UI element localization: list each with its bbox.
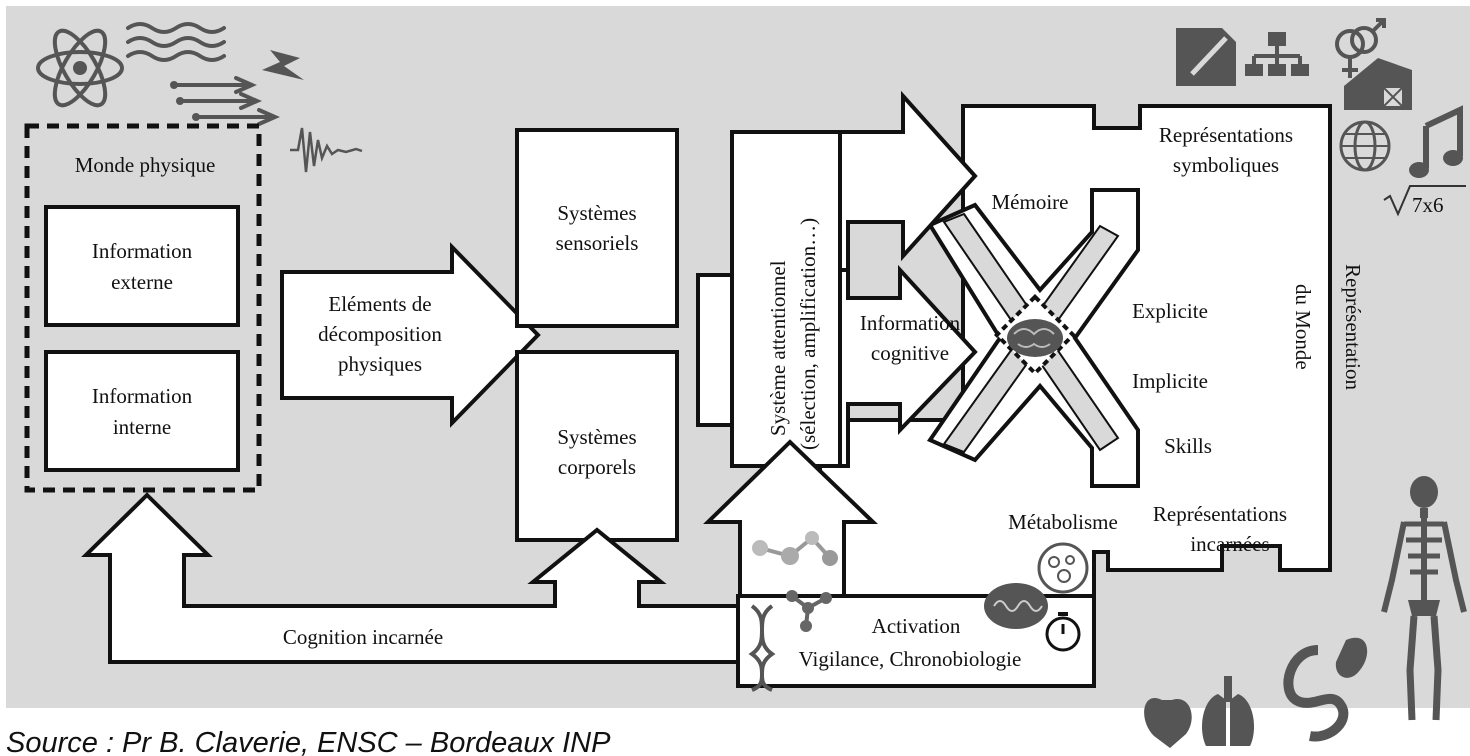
information-cognitive-line2: cognitive — [871, 341, 949, 365]
skeleton-icon — [1381, 476, 1467, 721]
document-pen-icon — [1176, 28, 1236, 86]
heart-icon — [1144, 698, 1192, 748]
activation-label: Activation — [872, 614, 961, 638]
music-note-icon — [1409, 105, 1463, 178]
systeme-attentionnel-box — [730, 130, 846, 468]
elements-decomposition-arrow — [280, 242, 541, 428]
explicite-label: Explicite — [1132, 299, 1208, 323]
gender-icon — [1335, 18, 1386, 78]
cognition-incarnee-label: Cognition incarnée — [283, 625, 443, 649]
systemes-sensoriels-line2: sensoriels — [556, 231, 639, 255]
stomach-icon — [1335, 637, 1368, 678]
implicite-label: Implicite — [1132, 369, 1208, 393]
representations-incarnees-line1: Représentations — [1153, 502, 1287, 526]
intestine-icon — [1283, 645, 1349, 742]
representations-incarnees-line2: incarnées — [1190, 532, 1269, 556]
cognition-incarnee-arrow — [81, 492, 742, 664]
elements-decomp-line3: physiques — [338, 352, 422, 376]
stopwatch-icon — [1045, 612, 1081, 652]
info-externe-line1: Information — [92, 239, 193, 263]
source-caption: Source : Pr B. Claverie, ENSC – Bordeaux… — [6, 727, 611, 756]
molecule-icon — [752, 531, 838, 566]
systemes-sensoriels-line1: Systèmes — [557, 201, 636, 225]
square-root-text: 7x6 — [1412, 193, 1444, 217]
info-externe-line2: externe — [111, 270, 173, 294]
signal-wave-icon — [290, 127, 363, 173]
square-root-icon: 7x6 — [1383, 185, 1466, 217]
lungs-icon — [1202, 676, 1254, 746]
cell-icon — [1037, 542, 1089, 594]
info-interne-line1: Information — [92, 384, 193, 408]
systeme-attentionnel-label-1: Système attentionnel — [766, 260, 790, 436]
info-interne-line2: interne — [113, 415, 171, 439]
skills-label: Skills — [1164, 434, 1212, 458]
systemes-sensoriels-box — [515, 128, 679, 328]
monde-physique-frame — [24, 123, 262, 493]
org-chart-icon — [1245, 32, 1309, 76]
elements-decomp-line1: Eléments de — [328, 292, 431, 316]
molecule-small-icon — [786, 590, 832, 632]
globe-icon — [1339, 120, 1391, 172]
lightning-icon — [262, 50, 304, 80]
info-externe-box — [44, 205, 240, 327]
vigilance-label: Vigilance, Chronobiologie — [799, 647, 1022, 671]
representations-symboliques-line2: symboliques — [1173, 153, 1279, 177]
attention-lower-arrow — [838, 264, 978, 468]
representations-symboliques-line1: Représentations — [1159, 123, 1293, 147]
info-interne-box — [44, 350, 240, 472]
monde-physique-label: Monde physique — [75, 153, 216, 177]
information-cognitive-line1: Information — [860, 311, 961, 335]
memoire-label: Mémoire — [992, 190, 1069, 214]
dna-icon — [748, 604, 776, 692]
mitochondria-icon — [984, 583, 1048, 629]
systemes-corporels-line1: Systèmes — [557, 425, 636, 449]
rays-icon — [170, 76, 280, 126]
metabolisme-label: Métabolisme — [1008, 510, 1118, 534]
atom-icon — [36, 28, 124, 108]
systemes-corporels-box — [515, 350, 679, 542]
representation-monde-line1: Représentation — [1341, 264, 1365, 390]
systeme-attentionnel-label-2: (sélection, amplification…) — [796, 218, 820, 450]
barn-icon — [1344, 58, 1412, 110]
systemes-corporels-line2: corporels — [558, 455, 636, 479]
attention-stub-box — [696, 273, 734, 427]
representation-monde-line2: du Monde — [1291, 284, 1315, 370]
elements-decomp-line2: décomposition — [318, 322, 442, 346]
waves-icon — [126, 22, 226, 62]
